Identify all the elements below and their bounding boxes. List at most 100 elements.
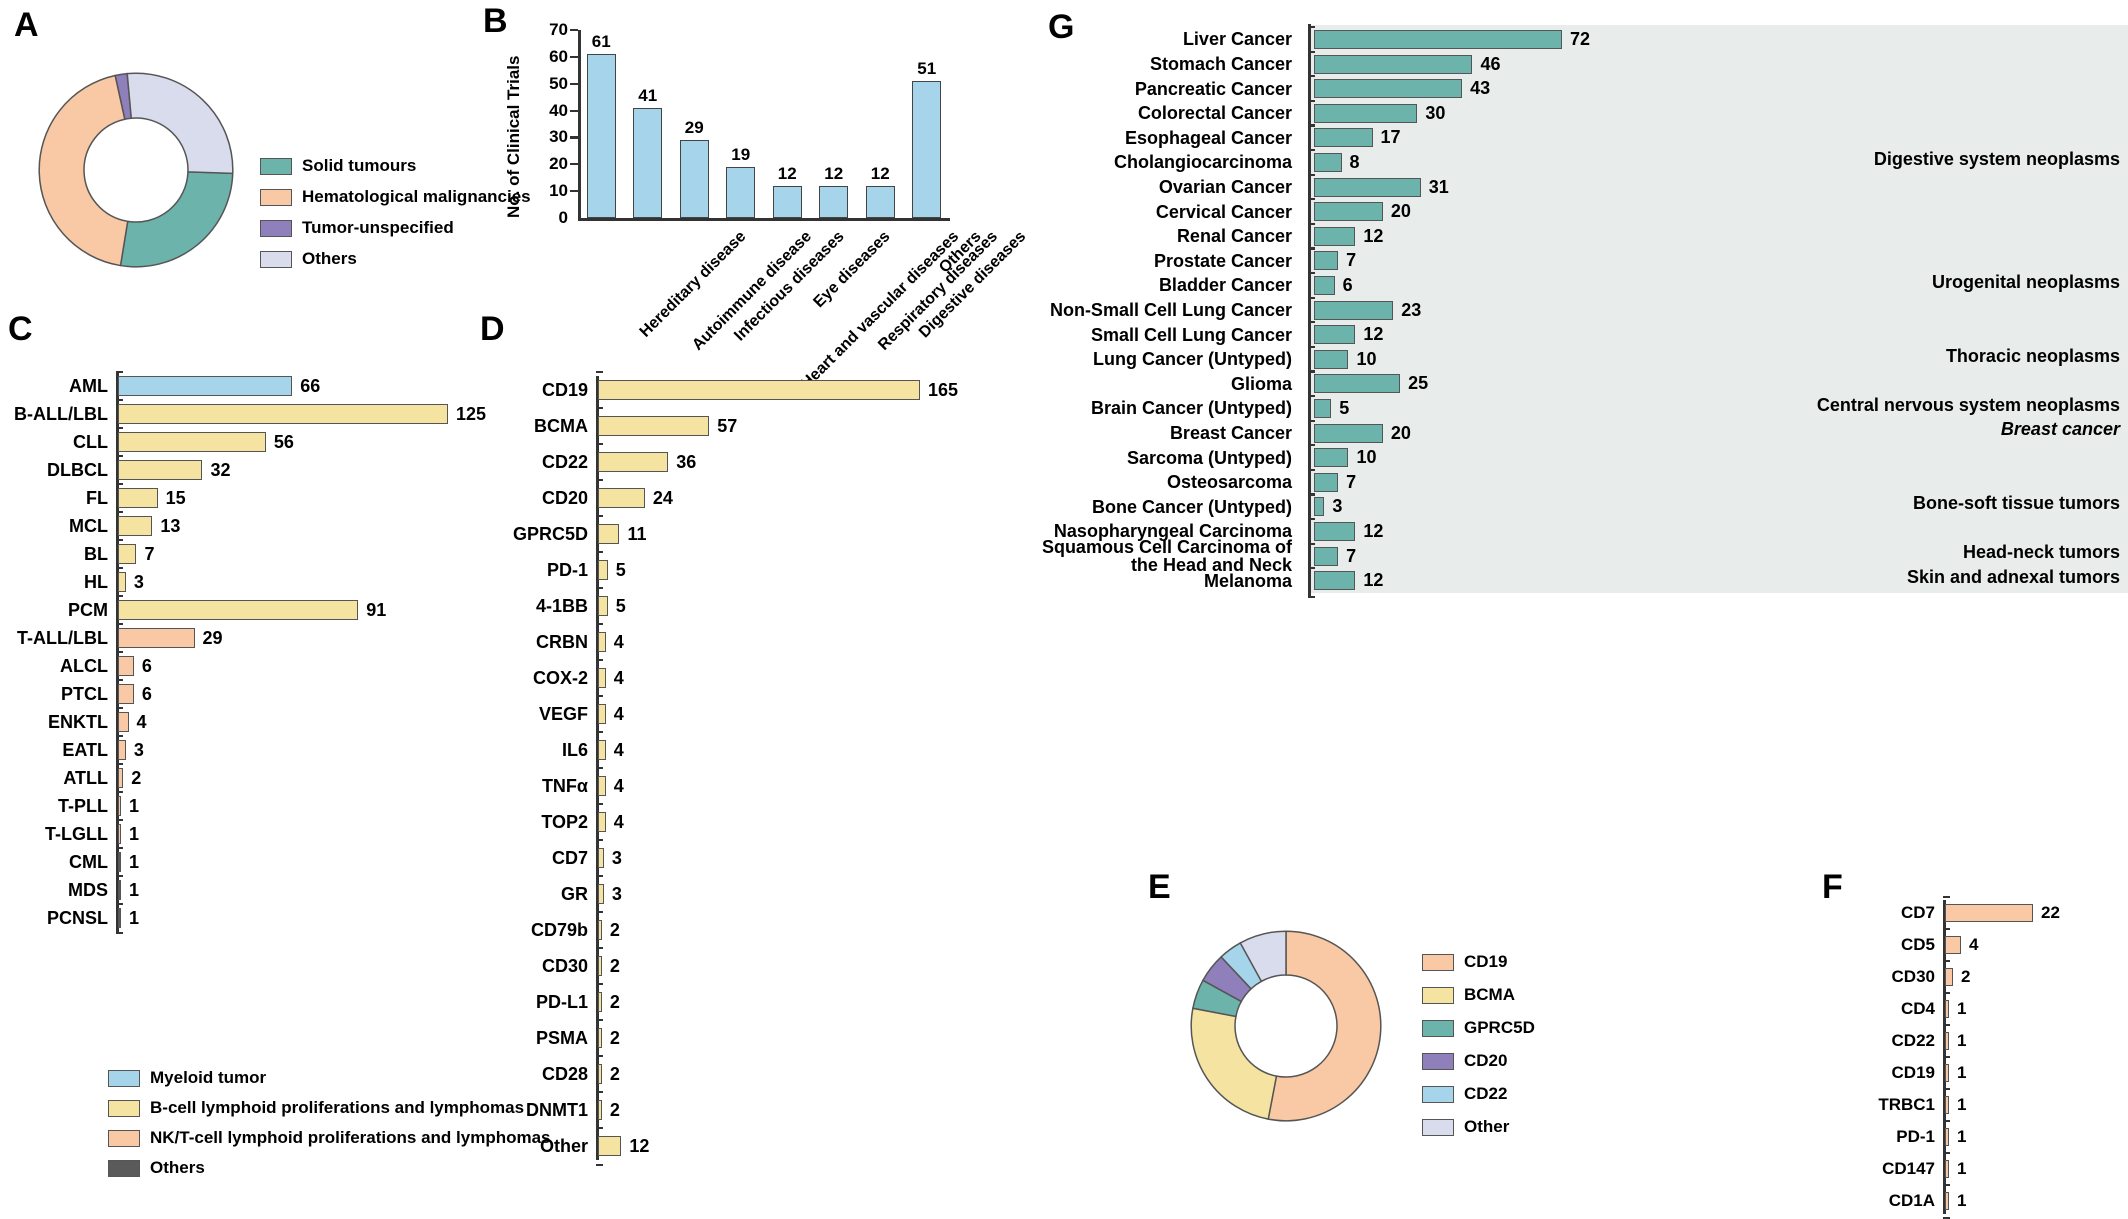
bar [598, 524, 620, 544]
bar-category-label: ENKTL [48, 711, 108, 732]
legend-item: Others [108, 1158, 551, 1178]
axis-tick [1943, 1088, 1950, 1091]
bar-value-label: 3 [133, 739, 144, 760]
bar [118, 488, 158, 508]
bar [118, 908, 121, 928]
axis-tick [596, 623, 603, 626]
bar-category-label: PSMA [535, 1027, 588, 1048]
axis-tick [116, 483, 123, 486]
axis-tick [116, 539, 123, 542]
legend-swatch-nkt [108, 1129, 140, 1147]
bar-category-label: CD22 [541, 451, 588, 472]
bar-category-label: CD1A [1888, 1191, 1935, 1211]
panel-d-letter: D [480, 310, 505, 348]
axis-tick [596, 875, 603, 878]
axis-tick [116, 651, 123, 654]
y-axis-title: No. of Clinical Trials [504, 55, 523, 218]
bar-category-label: Osteosarcoma [1166, 472, 1292, 493]
axis-tick [116, 735, 123, 738]
axis-tick [116, 567, 123, 570]
bar-value-label: 2 [609, 1027, 620, 1048]
bar-category-label: PCM [68, 599, 108, 620]
bar [726, 166, 756, 218]
bar-category-label: Glioma [1230, 373, 1292, 394]
bar [1314, 276, 1335, 295]
bar [598, 1028, 602, 1048]
bar-value-label: 7 [1346, 250, 1357, 271]
bar-value-label: 5 [615, 595, 626, 616]
bar-category-label: EATL [62, 739, 108, 760]
axis-tick [1943, 1120, 1950, 1123]
donut-chart [38, 72, 234, 268]
bar [1314, 349, 1349, 369]
bar [1945, 1192, 1949, 1210]
bar-category-label: CRBN [536, 631, 588, 652]
bar-category-label: MCL [69, 515, 108, 536]
group-label: Head-neck tumors [1962, 542, 2120, 563]
bar-category-label: T-PLL [58, 795, 108, 816]
bar-value-label: 5 [615, 559, 626, 580]
bar-value-label: 2 [609, 991, 620, 1012]
bar [679, 140, 709, 218]
axis-tick [1943, 992, 1950, 995]
bar [1314, 103, 1418, 123]
axis-tick [116, 763, 123, 766]
y-tick-mark [570, 82, 578, 85]
bar-value-label: 1 [1957, 1159, 1967, 1178]
axis-tick [596, 479, 603, 482]
bar-value-label: 22 [2041, 903, 2060, 922]
axis-tick [1943, 896, 1950, 899]
axis-tick [1943, 928, 1950, 931]
axis-tick [596, 443, 603, 446]
bar-value-label: 4 [613, 775, 624, 796]
group-band [1310, 172, 2128, 298]
bar [598, 596, 608, 616]
bar-category-label: CD22 [1891, 1031, 1935, 1051]
bar [118, 852, 121, 872]
bar [598, 776, 606, 796]
group-band [1310, 517, 2128, 569]
bar [118, 404, 448, 424]
bar-value-label: 2 [131, 767, 142, 788]
bar-category-label: Pancreatic Cancer [1134, 78, 1292, 99]
bar [118, 628, 195, 648]
bar-category-label: GR [561, 883, 588, 904]
legend-swatch-tumor-unspecified [260, 219, 292, 237]
bar [1314, 30, 1562, 49]
bar-value-label: 3 [1332, 496, 1343, 517]
legend-swatch-other [1422, 1118, 1454, 1136]
bar-value-label: 57 [717, 415, 738, 436]
group-band [1310, 566, 2128, 593]
axis-tick [1308, 124, 1315, 127]
bar-value-label: 1 [1957, 1063, 1967, 1082]
bar-category-label: PTCL [61, 683, 108, 704]
bar [118, 600, 359, 620]
bar-category-label: DNMT1 [526, 1099, 588, 1120]
bar [598, 740, 606, 760]
legend-item: CD22 [1422, 1084, 1535, 1104]
bar [1314, 374, 1401, 394]
axis-tick [1943, 960, 1950, 963]
bar-value-label: 51 [917, 59, 937, 79]
axis-tick [116, 595, 123, 598]
axis-tick [116, 455, 123, 458]
legend-label: B-cell lymphoid proliferations and lymph… [150, 1098, 525, 1117]
axis-tick [1308, 272, 1315, 275]
axis-tick [116, 623, 123, 626]
bar [118, 712, 129, 732]
legend-label: GPRC5D [1464, 1018, 1535, 1037]
bar [1314, 497, 1325, 517]
bar-value-label: 4 [613, 739, 624, 760]
axis-tick [596, 911, 603, 914]
bar [118, 432, 266, 452]
bar-value-label: 7 [144, 543, 155, 564]
bar-category-label: Cholangiocarcinoma [1113, 152, 1292, 173]
legend-swatch-bcell [108, 1099, 140, 1117]
bar-category-label: CD4 [1900, 999, 1935, 1019]
bar [598, 380, 920, 400]
axis-tick [116, 707, 123, 710]
bar [772, 185, 802, 218]
bar-value-label: 3 [611, 847, 622, 868]
